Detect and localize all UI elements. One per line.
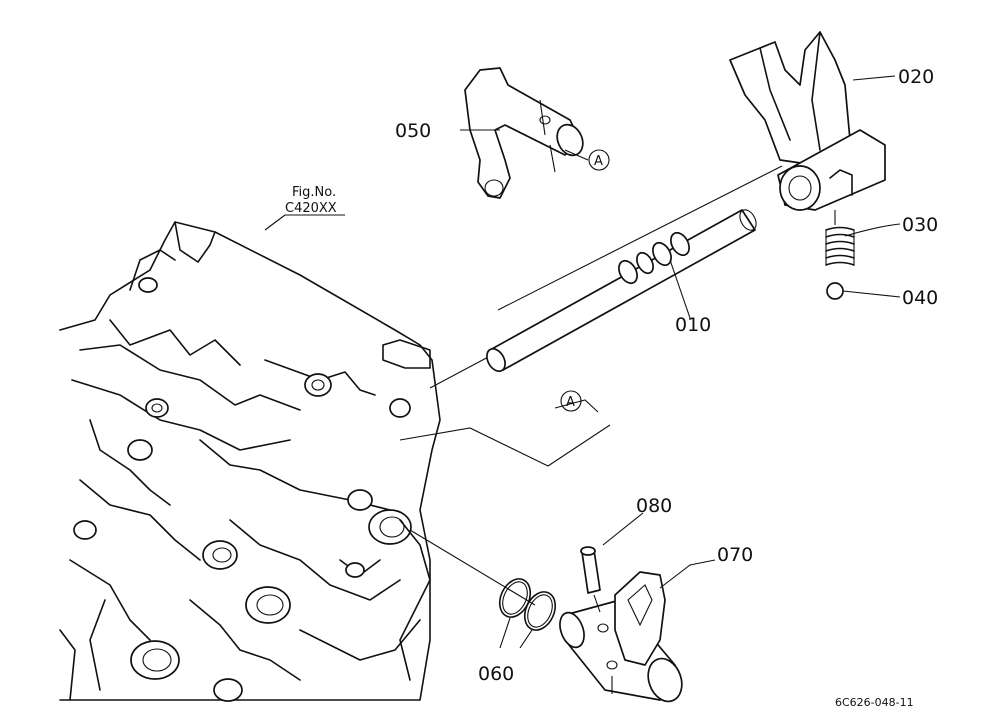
callout-010: 010 [675,314,711,336]
callout-060: 060 [478,663,514,685]
part-030-spring [825,226,855,266]
svg-text:A: A [594,154,603,169]
reference-mark-a-upper: A [588,149,610,171]
callout-020: 020 [898,66,934,88]
callout-leaders [264,75,901,589]
figure-ref-line2: C420XX [285,201,337,216]
reference-mark-a-lower: A [560,390,582,412]
transmission-housing [59,221,441,702]
figure-ref-line1: Fig.No. [292,185,336,200]
callout-080: 080 [636,495,672,517]
part-010-shift-rod [486,209,757,373]
part-080-pin [580,546,601,613]
drawing-number: 6C626-048-11 [835,696,914,709]
part-040-ball [826,282,844,300]
part-070-lever-shaft [559,571,683,703]
part-060-o-rings [498,578,557,631]
callout-050: 050 [395,120,431,142]
callout-070: 070 [717,544,753,566]
callout-040: 040 [902,287,938,309]
part-020-shift-fork [729,31,886,211]
callout-030: 030 [902,214,938,236]
svg-text:A: A [566,395,575,410]
part-050-shift-arm [464,67,584,199]
